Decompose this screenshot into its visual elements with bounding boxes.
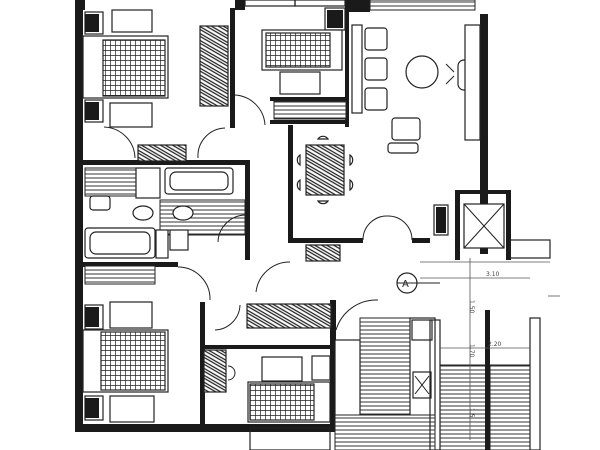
dimension-label-3: 2.20 — [488, 341, 502, 348]
dimension-label-5: 1.5 — [468, 408, 475, 418]
dimension-label-4: 1.70 — [468, 344, 475, 358]
hall — [177, 261, 379, 331]
section-marker: A — [396, 272, 440, 294]
dimension-label-2: 1.50 — [468, 300, 475, 314]
dimension-lines — [420, 258, 560, 440]
top-windows — [244, 0, 476, 11]
stair-core — [429, 190, 551, 450]
kitchen — [334, 317, 436, 450]
dining-area — [296, 135, 413, 262]
bedroom-bottom-left — [82, 301, 169, 423]
bedroom-top-middle — [261, 7, 347, 120]
section-marker-label: A — [402, 279, 409, 290]
interior-walls — [83, 8, 430, 432]
bedroom-bottom-middle — [203, 349, 331, 450]
bedroom-top-left — [82, 9, 266, 159]
bathrooms — [84, 144, 247, 285]
living-room — [351, 24, 481, 154]
dimension-label-1: 3.10 — [486, 271, 500, 278]
